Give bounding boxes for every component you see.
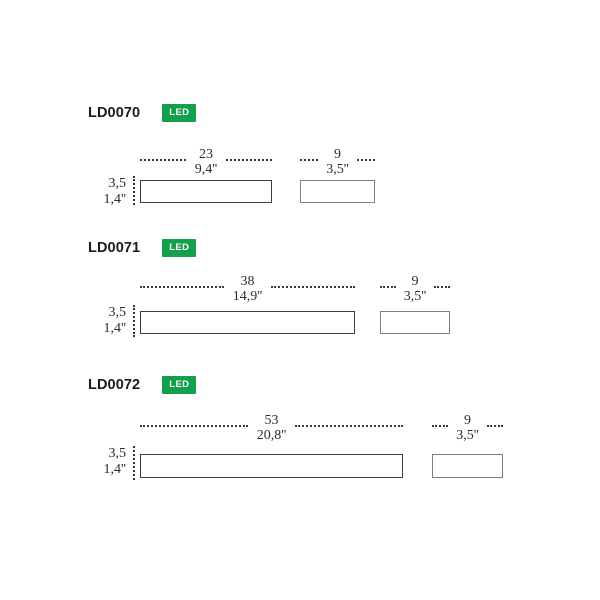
dimension-line-left xyxy=(140,425,248,427)
height-metric: 3,5 xyxy=(108,446,127,461)
height-dimension-label: 3,5 1,4'' xyxy=(84,176,126,207)
dimension-line-left xyxy=(380,286,396,288)
product-code: LD0072 xyxy=(88,376,141,393)
front-width-metric: 53 xyxy=(259,414,284,428)
height-metric: 3,5 xyxy=(108,176,127,191)
front-width-metric: 23 xyxy=(194,148,218,162)
dimension-line-left xyxy=(140,286,224,288)
side-view-profile xyxy=(300,180,375,203)
side-width-dimension: 9 3,5'' xyxy=(380,275,450,309)
led-badge: LED xyxy=(162,376,197,394)
side-width-metric: 9 xyxy=(329,148,346,162)
front-width-imperial: 14,9'' xyxy=(228,290,267,304)
front-view-profile xyxy=(140,311,355,334)
height-imperial: 1,4'' xyxy=(103,461,126,477)
height-imperial: 1,4'' xyxy=(103,320,126,336)
height-extension-line xyxy=(133,176,135,205)
front-view-profile xyxy=(140,180,272,203)
side-width-metric: 9 xyxy=(406,275,424,289)
dimension-line-right xyxy=(487,425,503,427)
dimension-line-right xyxy=(271,286,355,288)
front-width-dimension: 38 14,9'' xyxy=(140,275,355,309)
product-header: LD0070 LED xyxy=(88,104,197,122)
height-dimension-label: 3,5 1,4'' xyxy=(84,305,126,336)
side-width-imperial: 3,5'' xyxy=(452,429,483,443)
height-imperial: 1,4'' xyxy=(103,191,126,207)
side-width-imperial: 3,5'' xyxy=(322,163,353,177)
product-code: LD0070 xyxy=(88,104,141,121)
front-width-imperial: 20,8'' xyxy=(252,429,291,443)
front-view-profile xyxy=(140,454,403,478)
front-width-metric: 38 xyxy=(235,275,260,289)
front-width-imperial: 9,4'' xyxy=(190,163,222,177)
side-width-dimension: 9 3,5'' xyxy=(432,414,503,448)
side-view-profile xyxy=(380,311,450,334)
side-width-metric: 9 xyxy=(459,414,476,428)
height-extension-line xyxy=(133,305,135,337)
led-badge: LED xyxy=(162,239,197,257)
side-width-dimension: 9 3,5'' xyxy=(300,148,375,182)
product-header: LD0071 LED xyxy=(88,239,197,257)
dimension-line-right xyxy=(434,286,450,288)
side-view-profile xyxy=(432,454,503,478)
dimension-line-left xyxy=(140,159,186,161)
height-dimension-label: 3,5 1,4'' xyxy=(84,446,126,477)
dimension-line-right xyxy=(295,425,403,427)
dimension-line-right xyxy=(357,159,375,161)
dimension-line-left xyxy=(300,159,318,161)
front-width-dimension: 23 9,4'' xyxy=(140,148,272,182)
height-metric: 3,5 xyxy=(108,305,127,320)
led-badge: LED xyxy=(162,104,197,122)
front-width-dimension: 53 20,8'' xyxy=(140,414,403,448)
dimension-line-right xyxy=(226,159,272,161)
side-width-imperial: 3,5'' xyxy=(399,290,431,304)
height-extension-line xyxy=(133,446,135,480)
product-code: LD0071 xyxy=(88,239,141,256)
product-header: LD0072 LED xyxy=(88,376,197,394)
dimension-line-left xyxy=(432,425,448,427)
